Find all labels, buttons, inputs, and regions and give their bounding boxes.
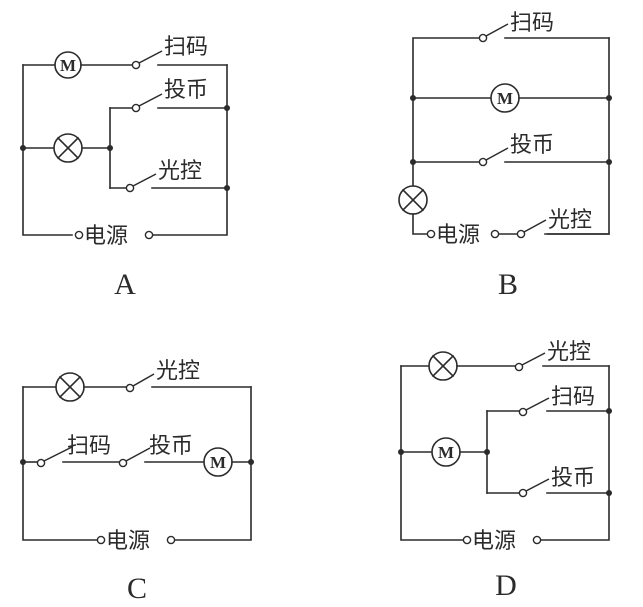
- option-label-b[interactable]: B: [498, 268, 518, 301]
- option-label-a[interactable]: A: [114, 268, 136, 301]
- motor-icon: M: [431, 437, 461, 467]
- svg-text:M: M: [210, 453, 226, 472]
- switch-scan[interactable]: 扫码: [518, 385, 610, 417]
- circuit-c: 光控 扫码 投币 M 电源 C: [20, 359, 254, 605]
- option-label-c[interactable]: C: [127, 572, 147, 605]
- wire: [400, 365, 464, 541]
- junction-dot: [224, 185, 230, 191]
- svg-text:电源: 电源: [84, 224, 128, 249]
- svg-text:光控: 光控: [156, 359, 200, 384]
- switch-coin[interactable]: 投币: [118, 434, 205, 468]
- motor-icon: M: [54, 51, 82, 79]
- svg-text:投币: 投币: [149, 434, 193, 459]
- lamp-icon: [398, 185, 428, 215]
- circuit-d: 光控 M 扫码 投币 电源: [398, 340, 612, 602]
- lamp-icon: [53, 133, 83, 163]
- svg-text:M: M: [438, 443, 454, 462]
- switch-coin[interactable]: 投币: [518, 466, 610, 498]
- wire: [151, 64, 228, 236]
- motor-icon: M: [490, 83, 520, 113]
- junction-dot: [20, 459, 26, 465]
- circuit-a: M 扫码 投币: [20, 35, 230, 301]
- junction-dot: [224, 105, 230, 111]
- svg-text:投币: 投币: [164, 78, 208, 103]
- junction-dot: [484, 449, 490, 455]
- svg-text:扫码: 扫码: [67, 434, 111, 459]
- wire: [540, 365, 610, 541]
- wire: [412, 37, 480, 201]
- power-source: 电源: [96, 529, 176, 554]
- svg-text:光控: 光控: [548, 208, 592, 233]
- svg-text:扫码: 扫码: [510, 11, 554, 36]
- junction-dot: [606, 490, 612, 496]
- svg-text:扫码: 扫码: [164, 35, 208, 60]
- junction-dot: [248, 459, 254, 465]
- wire: [547, 37, 610, 235]
- svg-text:电源: 电源: [436, 223, 480, 248]
- switch-scan[interactable]: 扫码: [36, 434, 120, 468]
- svg-text:光控: 光控: [547, 340, 591, 365]
- wire: [22, 386, 98, 541]
- junction-dot: [410, 159, 416, 165]
- junction-dot: [606, 95, 612, 101]
- power-source: 电源: [426, 223, 500, 248]
- wire: [22, 64, 73, 236]
- junction-dot: [606, 408, 612, 414]
- lamp-icon: [55, 372, 85, 402]
- junction-dot: [410, 95, 416, 101]
- switch-light[interactable]: 光控: [125, 159, 228, 193]
- wire: [174, 386, 252, 541]
- switch-light[interactable]: 光控: [514, 340, 610, 372]
- lamp-icon: [428, 351, 458, 381]
- junction-dot: [107, 145, 113, 151]
- switch-coin[interactable]: 投币: [131, 78, 228, 113]
- circuit-b: 扫码 M 投币 电源: [398, 11, 612, 301]
- wire: [412, 213, 428, 235]
- junction-dot: [606, 159, 612, 165]
- power-source: 电源: [74, 224, 154, 249]
- svg-text:M: M: [497, 89, 513, 108]
- junction-dot: [20, 145, 26, 151]
- switch-scan[interactable]: 扫码: [478, 11, 610, 43]
- power-source: 电源: [462, 529, 542, 554]
- option-label-d[interactable]: D: [495, 569, 517, 602]
- svg-text:扫码: 扫码: [551, 385, 595, 410]
- junction-dot: [398, 449, 404, 455]
- svg-text:投币: 投币: [510, 133, 554, 158]
- motor-icon: M: [203, 447, 233, 477]
- svg-text:M: M: [60, 56, 76, 75]
- svg-text:电源: 电源: [106, 529, 150, 554]
- switch-scan[interactable]: 扫码: [131, 35, 228, 70]
- svg-text:投币: 投币: [551, 466, 595, 491]
- svg-text:电源: 电源: [472, 529, 516, 554]
- svg-text:光控: 光控: [158, 159, 202, 184]
- switch-light[interactable]: 光控: [125, 359, 252, 393]
- switch-coin[interactable]: 投币: [478, 133, 610, 167]
- switch-light[interactable]: 光控: [516, 208, 610, 239]
